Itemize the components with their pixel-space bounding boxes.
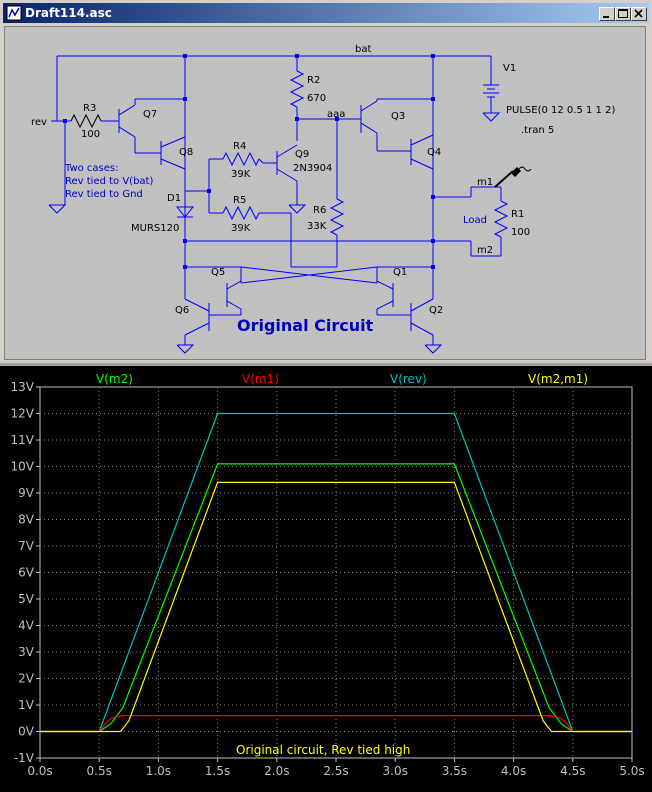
q2-name: Q2 (429, 305, 443, 316)
r5-value: 39K (231, 223, 251, 234)
d1-value: MURS120 (131, 223, 179, 234)
r1-name: R1 (511, 209, 524, 220)
q9-name: Q9 (295, 149, 309, 160)
y-tick-label: 9V (18, 486, 35, 500)
v1-value: PULSE(0 12 0.5 1 1 2) (506, 105, 615, 116)
q1-name: Q1 (393, 267, 407, 278)
probe-icon (494, 166, 532, 188)
schematic-canvas[interactable]: bat rev aaa m1 m2 R3 100 Q7 Q8 D1 MURS12… (4, 26, 646, 360)
y-tick-label: 12V (11, 407, 35, 421)
r3-value: 100 (81, 129, 100, 140)
maximize-button[interactable] (615, 7, 631, 21)
y-tick-label: -1V (14, 751, 35, 765)
y-tick-label: 7V (18, 539, 35, 553)
y-tick-label: 13V (11, 380, 35, 394)
load-label: Load (463, 215, 487, 226)
traces (40, 412, 632, 733)
y-tick-label: 1V (18, 698, 35, 712)
schematic-title: Original Circuit (237, 316, 374, 335)
title-bar[interactable]: Draft114.asc (3, 3, 649, 23)
r3-name: R3 (83, 103, 96, 114)
r6-name: R6 (313, 205, 326, 216)
waveform-plot: 13V 12V 11V 10V 9V 8V 7V 6V 5V 4V 3V 2V 1V 0V -1V0.0s 0… (11, 372, 645, 778)
grid (39, 386, 633, 759)
y-tick-label: 6V (18, 566, 35, 580)
q9-value: 2N3904 (293, 163, 332, 174)
schematic-drawing: bat rev aaa m1 m2 R3 100 Q7 Q8 D1 MURS12… (31, 44, 615, 354)
x-tick-label: 4.0s (501, 764, 526, 778)
tran-directive: .tran 5 (521, 125, 554, 136)
q5-name: Q5 (211, 267, 225, 278)
x-tick-label: 3.0s (383, 764, 408, 778)
trace-v-m1[interactable] (40, 715, 632, 733)
x-tick-label: 0.0s (27, 764, 52, 778)
close-icon (634, 9, 643, 18)
trace-label-v-rev[interactable]: V(rev) (390, 372, 427, 386)
y-tick-label: 10V (11, 460, 35, 474)
q7-name: Q7 (143, 109, 157, 120)
minimize-icon (603, 16, 609, 18)
r2-value: 670 (307, 93, 326, 104)
y-tick-label: 0V (18, 725, 35, 739)
trace-v-m2-m1[interactable] (40, 481, 632, 733)
q6-name: Q6 (175, 305, 189, 316)
x-tick-label: 0.5s (87, 764, 112, 778)
comment-line-2: Rev tied to V(bat) (65, 176, 153, 187)
net-label-bat: bat (355, 44, 371, 55)
x-tick-label: 5.0s (619, 764, 644, 778)
close-button[interactable] (631, 7, 647, 21)
schematic-window: Draft114.asc (0, 0, 652, 363)
app-icon (6, 5, 22, 21)
r5-name: R5 (233, 195, 246, 206)
y-tick-label: 4V (18, 619, 35, 633)
net-label-aaa: aaa (327, 109, 345, 120)
y-tick-label: 5V (18, 592, 35, 606)
x-tick-label: 3.5s (442, 764, 467, 778)
q8-name: Q8 (179, 147, 193, 158)
axis-ticks: 13V 12V 11V 10V 9V 8V 7V 6V 5V 4V 3V 2V 1V 0V -1V0.0s 0… (11, 380, 645, 778)
trace-label-v-m2-m1[interactable]: V(m2,m1) (528, 372, 588, 386)
net-label-m1: m1 (477, 177, 493, 188)
plot-annotation: Original circuit, Rev tied high (236, 743, 410, 757)
r1-value: 100 (511, 227, 530, 238)
net-label-m2: m2 (477, 245, 493, 256)
r6-value: 33K (307, 221, 327, 232)
trace-label-v-m1[interactable]: V(m1) (242, 372, 279, 386)
q3-name: Q3 (391, 111, 405, 122)
trace-label-v-m2[interactable]: V(m2) (96, 372, 133, 386)
window-title: Draft114.asc (25, 6, 112, 20)
net-label-rev: rev (31, 117, 47, 128)
x-tick-label: 1.5s (205, 764, 230, 778)
x-tick-label: 1.0s (146, 764, 171, 778)
r4-value: 39K (231, 169, 251, 180)
r2-name: R2 (307, 75, 320, 86)
trace-v-m2[interactable] (40, 463, 632, 733)
comment-line-1: Two cases: (64, 163, 119, 174)
q4-name: Q4 (427, 147, 441, 158)
x-tick-label: 2.0s (264, 764, 289, 778)
r4-name: R4 (233, 141, 246, 152)
d1-name: D1 (167, 193, 181, 204)
minimize-button[interactable] (599, 7, 615, 21)
y-tick-label: 3V (18, 645, 35, 659)
x-tick-label: 4.5s (560, 764, 585, 778)
comment-line-3: Rev tied to Gnd (65, 189, 143, 200)
v1-name: V1 (503, 63, 516, 74)
maximize-icon (618, 9, 628, 18)
y-tick-label: 8V (18, 513, 35, 527)
y-tick-label: 2V (18, 672, 35, 686)
y-tick-label: 11V (11, 433, 35, 447)
x-tick-label: 2.5s (323, 764, 348, 778)
